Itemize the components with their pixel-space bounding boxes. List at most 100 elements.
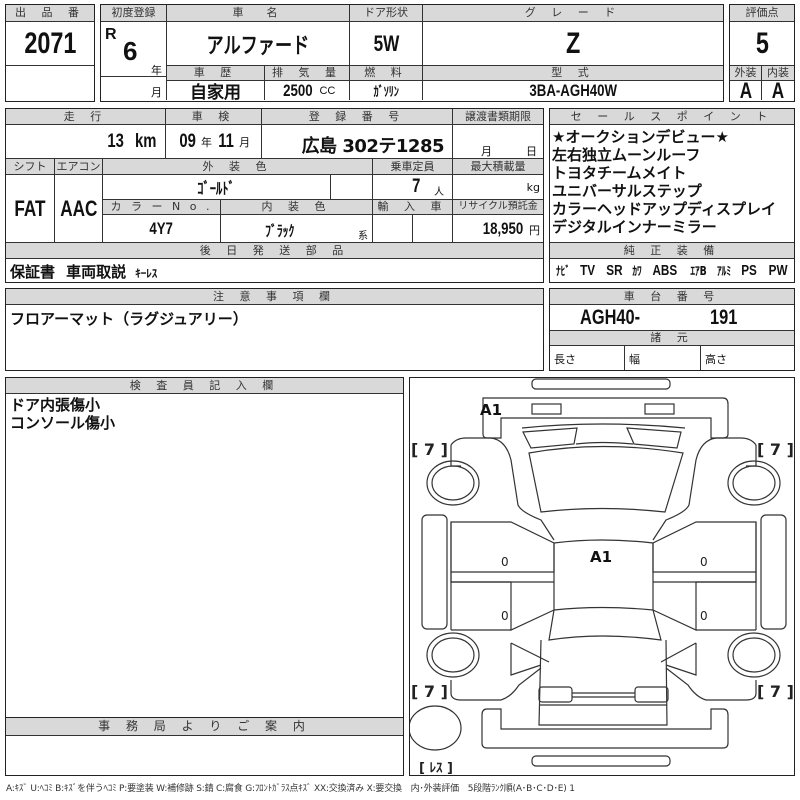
chassis-box: 車 台 番 号 AGH40- 191 諸 元 長さ 幅 高さ [549, 288, 795, 371]
sales-point-item: トヨタチームメイト [552, 164, 687, 182]
lot-number-box: 出 品 番 号 2071 [5, 4, 95, 102]
sales-points-list: ★オークションデビュー★ 左右独立ムーンルーフ トヨタチームメイト ユニバーサル… [550, 125, 794, 243]
import-value-a [373, 215, 413, 243]
tire-front-right: [ 7 ] [757, 440, 794, 459]
door-label: ドア形状 [350, 5, 423, 22]
notes-label: 注 意 事 項 欄 [6, 289, 543, 305]
inspector-note: コンソール傷小 [10, 414, 116, 432]
equipment-item: ﾅﾋﾞ [555, 264, 571, 278]
sales-points-box: セ ー ル ス ポ イ ン ト ★オークションデビュー★ 左右独立ムーンルーフ … [549, 108, 795, 283]
capacity-label: 乗車定員 [373, 159, 453, 175]
sales-point-item: ユニバーサルステップ [552, 182, 702, 200]
sales-points-label: セ ー ル ス ポ イ ン ト [550, 109, 794, 125]
inspector-note: ドア内張傷小 [10, 396, 101, 414]
equipment-item: SR [606, 262, 623, 279]
part-item: 保証書 [10, 263, 56, 281]
roof-mark: A1 [590, 548, 612, 566]
lot-number-label: 出 品 番 号 [6, 5, 94, 22]
inspector-label: 検 査 員 記 入 欄 [6, 378, 403, 394]
office-notice-label: 事 務 局 よ り ご 案 内 [6, 718, 403, 736]
model-value: 3BA-AGH40W [529, 81, 617, 100]
equipment-item: ｶﾜ [632, 264, 642, 278]
displacement-label: 排 気 量 [265, 66, 350, 81]
door-mark: 0 [501, 609, 509, 623]
recycle-label: リサイクル預託金 [453, 200, 543, 215]
equipment-item: PS [741, 262, 758, 279]
score-label: 評価点 [730, 5, 794, 22]
fuel-value: ｶﾞｿﾘﾝ [350, 81, 423, 100]
history-label: 車 歴 [167, 66, 265, 81]
tire-rear-right: [ 7 ] [757, 682, 794, 701]
ext-color-extra [331, 175, 373, 200]
era: R [105, 26, 117, 43]
int-color-label: 内 装 色 [221, 200, 373, 215]
ext-score-value: A [730, 81, 762, 100]
car-name-label: 車 名 [167, 5, 350, 22]
office-notice-box: 事 務 局 よ り ご 案 内 [5, 717, 404, 776]
spec-height: 高さ [705, 353, 727, 366]
shift-value: FAT [6, 175, 55, 243]
sales-point-item: 左右独立ムーンルーフ [552, 146, 701, 164]
score-box: 評価点 5 外装 内装 A A [729, 4, 795, 102]
mileage-value: 13 km [6, 125, 166, 159]
notes-box: 注 意 事 項 欄 フロアーマット（ラグジュアリー） [5, 288, 544, 371]
ext-color-label: 外 装 色 [103, 159, 373, 175]
fuel-label: 燃 料 [350, 66, 423, 81]
plate-value: 広島 302テ1285 [262, 125, 453, 159]
part-item: ｷｰﾚｽ [135, 267, 158, 280]
equipment-item: PW [768, 262, 788, 279]
color-no-value: 4Y7 [103, 215, 221, 243]
tire-front-left: [ 7 ] [411, 440, 448, 459]
tire-rear-left: [ 7 ] [411, 682, 448, 701]
notes-value: フロアーマット（ラグジュアリー） [10, 310, 248, 328]
parts-later-label: 後 日 発 送 部 品 [6, 243, 543, 259]
inspection-label: 車 検 [166, 109, 262, 125]
specs-label: 諸 元 [550, 331, 794, 346]
shift-label: シフト [6, 159, 55, 175]
car-outline-diagram: A1 A1 [ 7 ] [ 7 ] [ 7 ] [ 7 ] [ ﾚｽ ] 0 0… [410, 378, 794, 775]
door-mark: 0 [700, 555, 708, 569]
vehicle-summary-box: 初度登録 R 6 年 月 車 名 アルファード ドア形状 5W グ レ ー ド … [100, 4, 724, 102]
ext-color-value: ｺﾞｰﾙﾄﾞ [103, 175, 331, 200]
tire-spare: [ ﾚｽ ] [419, 761, 453, 775]
equipment-label: 純 正 装 備 [550, 243, 794, 259]
mileage-label: 走 行 [6, 109, 166, 125]
first-reg-label: 初度登録 [101, 5, 167, 22]
door-mark: 0 [501, 555, 509, 569]
car-name-value: アルファード [167, 22, 350, 66]
aircon-value: AAC [55, 175, 103, 243]
sales-point-item: ★オークションデビュー★ [552, 128, 729, 146]
int-color-value: ﾌﾞﾗｯｸ 系 [221, 215, 373, 243]
ext-score-label: 外装 [730, 66, 762, 81]
equipment-item: ABS [652, 262, 678, 279]
color-no-label: カ ラ ー N o . [103, 200, 221, 215]
sales-point-item: デジタルインナーミラー [552, 218, 717, 236]
aircon-label: エアコン [55, 159, 103, 175]
door-mark: 0 [700, 609, 708, 623]
grade-value: Z [423, 22, 723, 66]
parts-later-value: 保証書 車両取説 ｷｰﾚｽ [6, 259, 543, 282]
front-bumper-mark: A1 [480, 401, 502, 419]
reg-year: 6 [123, 36, 138, 66]
equipment-item: TV [580, 262, 596, 279]
max-load-value: kg [453, 175, 543, 200]
int-score-label: 内装 [762, 66, 794, 81]
plate-label: 登 録 番 号 [262, 109, 453, 125]
transfer-label: 譲渡書類期限 [453, 109, 543, 125]
part-item: 車両取説 [66, 263, 127, 281]
import-value-b [413, 215, 453, 243]
door-value: 5W [350, 22, 423, 66]
first-reg-value: R 6 年 月 [101, 22, 167, 100]
spec-length: 長さ [550, 346, 625, 370]
chassis-label: 車 台 番 号 [550, 289, 794, 305]
inspector-box: 検 査 員 記 入 欄 ドア内張傷小 コンソール傷小 [5, 377, 404, 718]
model-label: 型 式 [423, 66, 723, 81]
lot-number-value: 2071 [6, 22, 94, 66]
grade-label: グ レ ー ド [423, 5, 723, 22]
equipment-item: ｱﾙﾐ [717, 264, 732, 278]
score-value: 5 [730, 22, 794, 66]
history-value: 自家用 [167, 81, 265, 100]
capacity-value: 7 人 [373, 175, 453, 200]
